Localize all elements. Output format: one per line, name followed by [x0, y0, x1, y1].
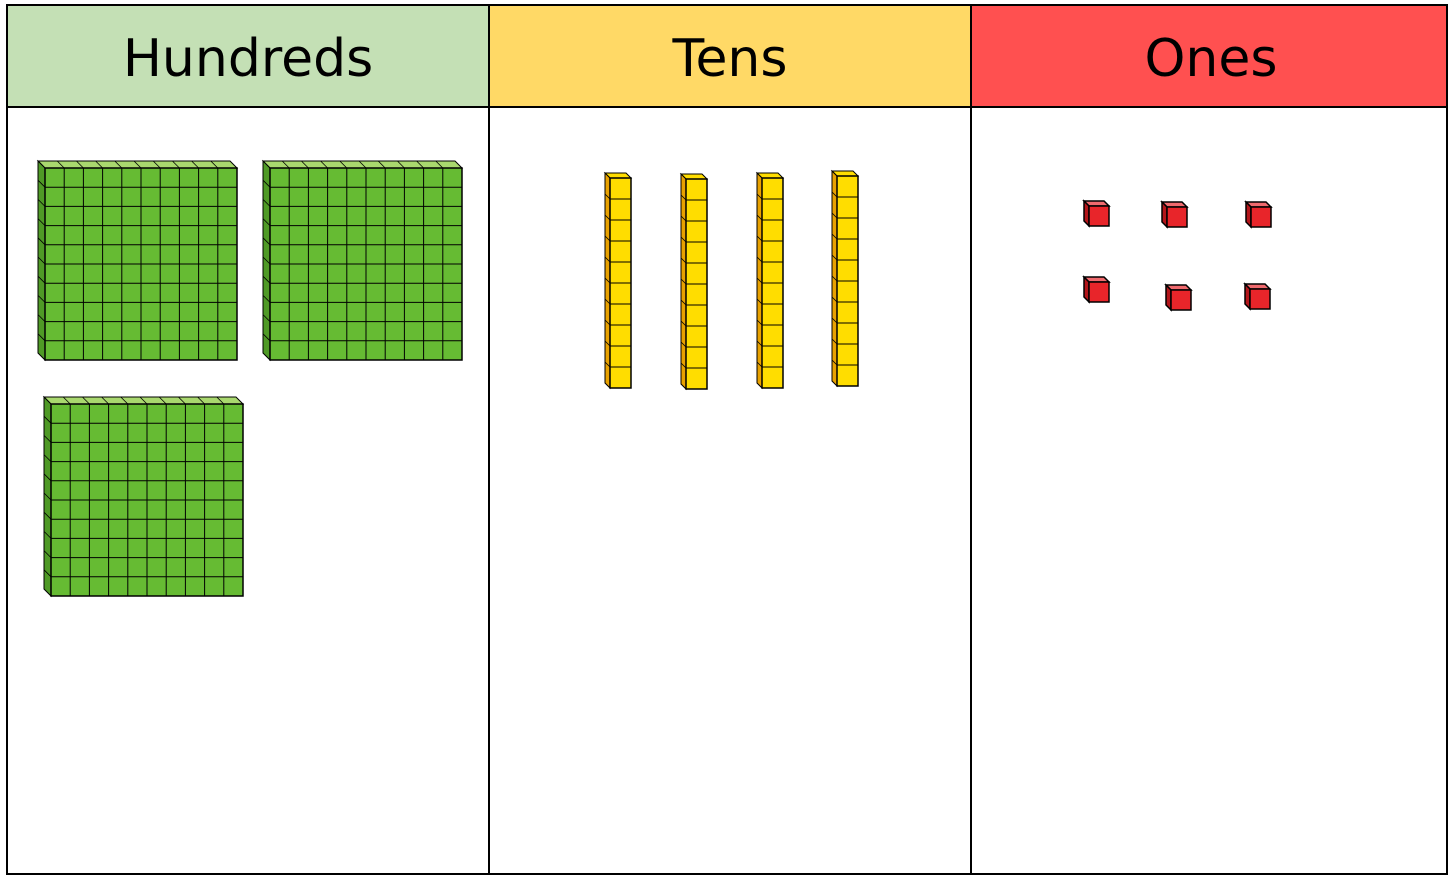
- tens-body-cell: [489, 107, 971, 874]
- ones-header-label: Ones: [1145, 29, 1278, 89]
- one-cube: [1162, 202, 1187, 227]
- one-cube: [1245, 284, 1270, 309]
- ones-body-cell: [971, 107, 1447, 874]
- tens-header-label: Tens: [672, 29, 788, 89]
- hundreds-header-label: Hundreds: [123, 29, 373, 89]
- hundred-flat: [38, 161, 237, 360]
- ten-rod: [757, 173, 783, 388]
- ten-rod: [681, 174, 707, 389]
- hundred-flat: [263, 161, 462, 360]
- ten-rod: [832, 171, 858, 386]
- one-cube: [1166, 285, 1191, 310]
- hundred-flat: [44, 397, 243, 596]
- one-cube: [1084, 277, 1109, 302]
- one-cube: [1246, 202, 1271, 227]
- one-cube: [1084, 201, 1109, 226]
- ten-rod: [605, 173, 631, 388]
